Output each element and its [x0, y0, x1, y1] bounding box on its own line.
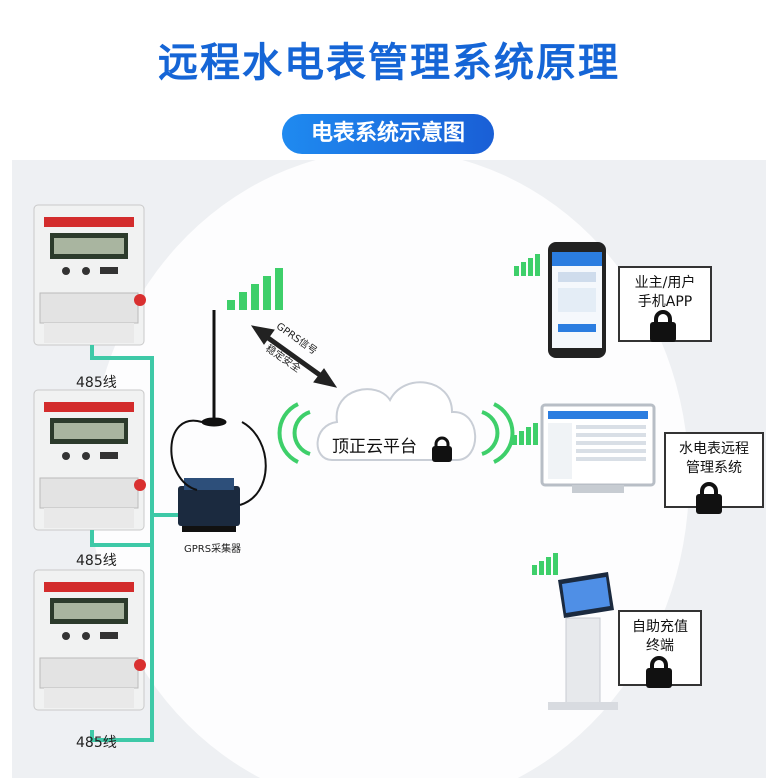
- endpoint-system-line2: 管理系统: [686, 460, 742, 476]
- page-title: 远程水电表管理系统原理: [158, 40, 620, 86]
- section-pill: 电表系统示意图: [282, 114, 494, 154]
- meter-2-wire-label: 485线: [76, 553, 117, 569]
- endpoint-app-line1: 业主/用户: [634, 275, 696, 291]
- diagram-graphics: [33, 160, 689, 778]
- diagram-canvas: 485线 485线 485线 GPRS采集器 GPRS信号 稳定安全 顶正云平台…: [12, 160, 766, 778]
- meter-2: [33, 389, 146, 531]
- antenna-signal-bars: [227, 268, 283, 310]
- wifi-arcs-right: [481, 402, 515, 464]
- meter-1-wire-label: 485线: [76, 375, 117, 391]
- signal-bars-pc: [512, 423, 538, 445]
- collector-label: GPRS采集器: [184, 544, 242, 555]
- lock-icon: [650, 310, 676, 342]
- antenna: [170, 310, 267, 506]
- self-service-kiosk: [548, 572, 618, 710]
- endpoint-system-line1: 水电表远程: [679, 441, 749, 457]
- gprs-collector: [178, 478, 240, 532]
- signal-bars-phone: [514, 254, 540, 276]
- desktop-computer: [540, 403, 656, 493]
- phone: [548, 242, 606, 358]
- rs485-wires: [90, 345, 182, 742]
- wifi-arcs-left: [277, 402, 311, 464]
- background-glow: [89, 160, 689, 778]
- meter-3-wire-label: 485线: [76, 735, 117, 751]
- meter-3: [33, 569, 146, 711]
- cloud-platform-label: 顶正云平台: [332, 437, 417, 457]
- meter-1: [33, 204, 146, 346]
- gprs-arrow: [250, 325, 338, 388]
- endpoint-kiosk-line2: 终端: [646, 638, 674, 654]
- lock-icon: [696, 482, 722, 514]
- endpoint-app-line2: 手机APP: [637, 294, 693, 310]
- signal-bars-kiosk: [532, 553, 558, 575]
- cloud-lock-icon: [432, 436, 452, 462]
- endpoint-kiosk-line1: 自助充值: [632, 619, 688, 635]
- lock-icon: [646, 656, 672, 688]
